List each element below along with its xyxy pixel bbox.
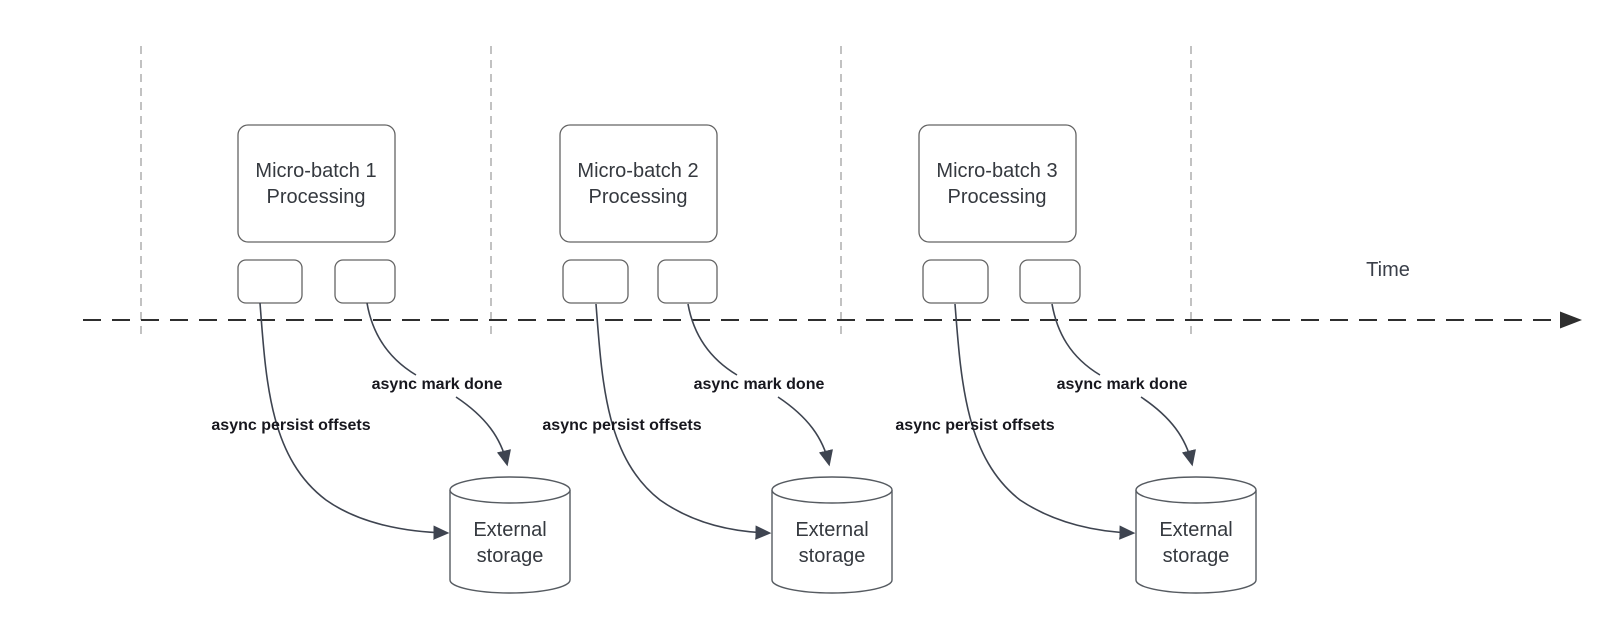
micro-batch-1-box [237, 124, 396, 243]
micro-batch-3-offset-box [922, 259, 989, 304]
storage-cylinder-2-body [771, 490, 893, 594]
micro-batch-1-offset-box [237, 259, 303, 304]
micro-batch-1-title-line1: Micro-batch 1 [255, 160, 377, 182]
persist-offsets-arrow-2 [595, 303, 772, 540]
storage-label-1: External storage [473, 517, 546, 569]
storage-cylinder-3-top [1135, 476, 1257, 504]
mark-done-arrow-3-segment-a [1051, 303, 1101, 376]
persist-offsets-arrow-3 [954, 303, 1136, 540]
micro-batch-1-title: Micro-batch 1 Processing [255, 158, 376, 210]
micro-batch-1-title-line2: Processing [266, 186, 366, 208]
mark-done-label-1: async mark done [371, 376, 503, 393]
mark-done-arrow-2-segment-a [687, 303, 738, 376]
mark-done-arrow-1-segment-b [455, 396, 511, 467]
persist-offsets-label-3: async persist offsets [895, 417, 1055, 434]
micro-batch-section-3 [918, 124, 1257, 594]
storage-label-2-line2: storage [798, 545, 866, 567]
persist-offsets-label-2: async persist offsets [542, 417, 702, 434]
micro-batch-3-box [918, 124, 1077, 243]
micro-batch-section-2 [559, 124, 893, 594]
micro-batch-2-title-line1: Micro-batch 2 [577, 160, 699, 182]
mark-done-arrow-2-segment-b [777, 396, 833, 467]
storage-label-3: External storage [1159, 517, 1232, 569]
micro-batch-2-commit-box [657, 259, 718, 304]
persist-offsets-arrow-1 [259, 302, 450, 540]
storage-cylinder-3-body [1135, 490, 1257, 594]
micro-batch-2-offset-box [562, 259, 629, 304]
micro-batch-2-title: Micro-batch 2 Processing [577, 158, 698, 210]
storage-cylinder-2-top [771, 476, 893, 504]
micro-batch-3-title-line1: Micro-batch 3 [936, 160, 1058, 182]
mark-done-arrow-3-segment-b [1140, 396, 1196, 467]
micro-batch-1-commit-box [334, 259, 396, 304]
storage-label-2-line1: External [795, 519, 869, 541]
time-axis-arrowhead [1560, 311, 1582, 329]
time-axis-label: Time [1366, 259, 1410, 281]
storage-label-1-line2: storage [476, 545, 544, 567]
mark-done-arrow-1-segment-a [366, 302, 417, 376]
persist-offsets-label-1: async persist offsets [211, 417, 371, 434]
mark-done-label-3: async mark done [1056, 376, 1188, 393]
micro-batch-3-title-line2: Processing [947, 186, 1047, 208]
storage-label-1-line1: External [473, 519, 547, 541]
mark-done-label-2: async mark done [693, 376, 825, 393]
micro-batch-3-commit-box [1019, 259, 1081, 304]
storage-label-3-line2: storage [1162, 545, 1230, 567]
micro-batch-2-title-line2: Processing [588, 186, 688, 208]
micro-batch-3-title: Micro-batch 3 Processing [936, 158, 1057, 210]
storage-cylinder-1-top [449, 476, 571, 504]
storage-cylinder-1-body [449, 490, 571, 594]
storage-label-2: External storage [795, 517, 868, 569]
micro-batch-section-1 [237, 124, 571, 594]
micro-batch-2-box [559, 124, 718, 243]
storage-label-3-line1: External [1159, 519, 1233, 541]
